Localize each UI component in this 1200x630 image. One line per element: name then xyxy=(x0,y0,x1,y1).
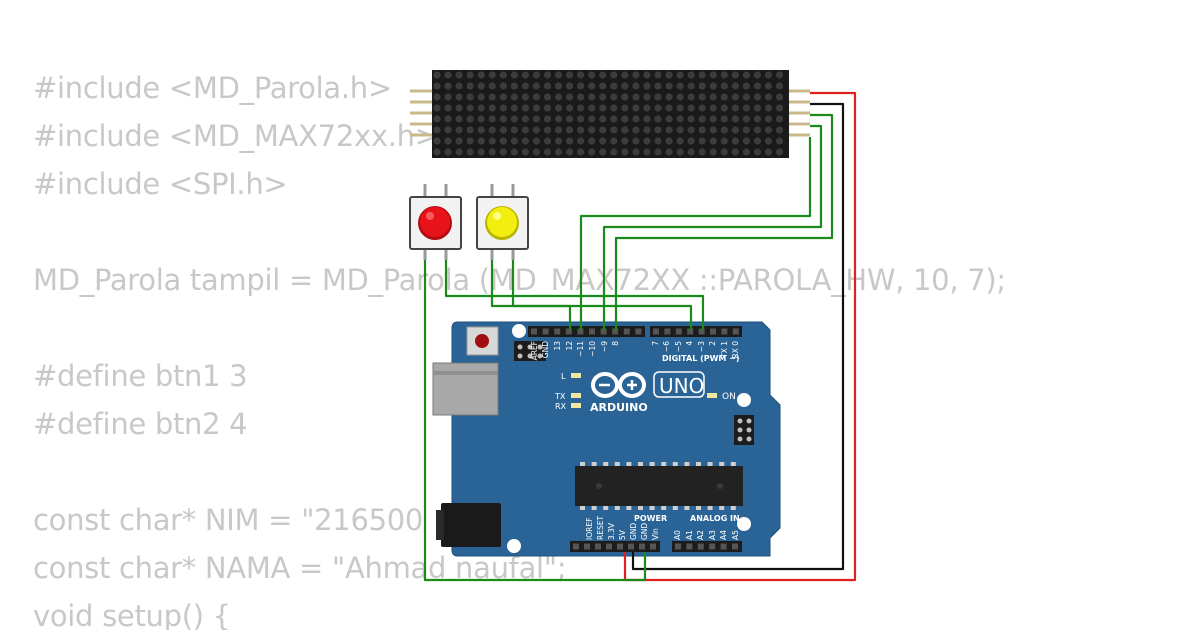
wiring[interactable] xyxy=(423,91,857,582)
led-matrix-left-pins xyxy=(410,89,432,137)
pin-label: 7 xyxy=(651,341,660,346)
pin-label: A5 xyxy=(731,530,740,540)
pin-label: GND xyxy=(629,523,638,540)
l-led-label: L xyxy=(561,372,566,381)
pin-label: RX 0 xyxy=(731,341,740,359)
pin-label: GND xyxy=(541,341,550,358)
pin-label: ~3 xyxy=(697,341,706,352)
pin-label: A4 xyxy=(719,530,728,540)
wire-cs[interactable] xyxy=(602,124,823,330)
code-line: #define btn1 3 xyxy=(33,359,248,393)
pin-label: TX 1 xyxy=(720,341,729,359)
pin-label: 8 xyxy=(611,341,620,346)
led-matrix-dots xyxy=(433,71,784,156)
pin-label: ~9 xyxy=(600,341,609,352)
wire-btn-red-gnd[interactable] xyxy=(423,260,647,582)
pin-label: 4 xyxy=(685,341,694,346)
code-line: #include <SPI.h> xyxy=(33,167,288,201)
board-model: UNO xyxy=(659,374,704,398)
pin-label: A0 xyxy=(673,530,682,540)
code-line: #define btn2 4 xyxy=(33,407,248,441)
rx-led-label: RX xyxy=(555,402,567,411)
microcontroller-chip xyxy=(575,466,743,506)
code-line: const char* NIM = "216500 xyxy=(33,503,424,537)
wire-clk[interactable] xyxy=(579,137,812,330)
power-header xyxy=(570,541,660,552)
wire-vcc[interactable] xyxy=(623,91,857,582)
pin-label: ~5 xyxy=(674,341,683,352)
pin-label: 5V xyxy=(618,529,627,540)
pin-label: GND xyxy=(640,523,649,540)
led-matrix[interactable] xyxy=(410,70,810,158)
on-led xyxy=(707,393,717,398)
code-line: #include <MD_Parola.h> xyxy=(33,71,392,105)
usb-port xyxy=(432,362,499,416)
led-matrix-right-pins xyxy=(788,89,810,137)
board-brand: ARDUINO xyxy=(590,401,648,414)
wire-gnd[interactable] xyxy=(631,102,845,571)
pin-label: A2 xyxy=(696,530,705,540)
pin-label: 13 xyxy=(553,341,562,351)
pin-label: 3.3V xyxy=(607,522,616,540)
pin-label: ~10 xyxy=(588,341,597,357)
pin-label: Vin xyxy=(651,528,660,540)
arduino-logo-icon xyxy=(591,372,646,398)
on-led-label: ON xyxy=(722,392,736,402)
pin-label: ~11 xyxy=(576,341,585,357)
wire-din[interactable] xyxy=(614,113,834,330)
pin-label: AREF xyxy=(530,341,539,360)
code-line: void setup() { xyxy=(33,599,231,630)
tx-led-label: TX xyxy=(554,392,566,401)
power-jack xyxy=(441,503,501,547)
analog-label: ANALOG IN xyxy=(690,514,740,523)
code-line: #include <MD_MAX72xx.h> xyxy=(33,119,439,153)
rx-led xyxy=(571,403,581,408)
analog-header xyxy=(672,541,742,552)
pin-label: A1 xyxy=(685,530,694,540)
tx-led xyxy=(571,393,581,398)
wire-btn-yellow-gnd[interactable] xyxy=(490,260,572,330)
pin-label: IOREF xyxy=(585,518,594,540)
code-editor-background: #include <MD_Parola.h> #include <MD_MAX72… xyxy=(33,64,1193,630)
yellow-pushbutton[interactable] xyxy=(476,184,529,260)
power-label: POWER xyxy=(634,514,667,523)
digital-header-left xyxy=(528,326,645,337)
l-led xyxy=(571,373,581,378)
wire-btn-red-signal[interactable] xyxy=(444,260,705,330)
pin-label: RESET xyxy=(596,516,605,540)
pin-label: A3 xyxy=(708,530,717,540)
red-pushbutton[interactable] xyxy=(409,184,462,260)
pin-label: 12 xyxy=(565,341,574,351)
pin-label: 2 xyxy=(708,341,717,346)
pin-label: ~6 xyxy=(662,341,671,352)
digital-label: DIGITAL (PWM ~) xyxy=(662,354,740,363)
digital-header-right xyxy=(650,326,742,337)
